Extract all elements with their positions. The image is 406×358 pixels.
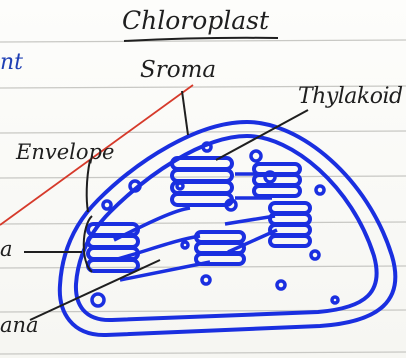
stroma-label: Sroma [140, 57, 216, 83]
granule [103, 201, 111, 209]
grana-stacks [88, 158, 310, 271]
granule [203, 143, 211, 151]
rule-line [0, 352, 406, 354]
granule [277, 281, 285, 289]
rule-line [0, 40, 406, 42]
granule [251, 151, 261, 161]
granum-right-lower [270, 203, 310, 246]
left-margin-label-top: nt [0, 50, 23, 75]
left-margin-label-grana: a [0, 237, 13, 261]
granule [182, 242, 188, 248]
granule [130, 181, 140, 191]
rule-line [0, 222, 406, 224]
granule [332, 297, 338, 303]
granule [202, 276, 210, 284]
envelope-label: Envelope [16, 140, 114, 164]
left-margin-label-lamella: ana [0, 313, 39, 337]
diagram-title: Chloroplast [122, 6, 269, 35]
granum-top-center [172, 158, 232, 205]
granum-right-upper [254, 164, 300, 196]
thylakoid-label: Thylakoid [298, 84, 403, 109]
inner-membrane [76, 136, 377, 320]
granule [92, 294, 104, 306]
rule-line [0, 310, 406, 312]
granule [316, 186, 324, 194]
stroma-pointer [182, 91, 188, 135]
envelope-bracket [87, 160, 90, 212]
granule [311, 251, 319, 259]
